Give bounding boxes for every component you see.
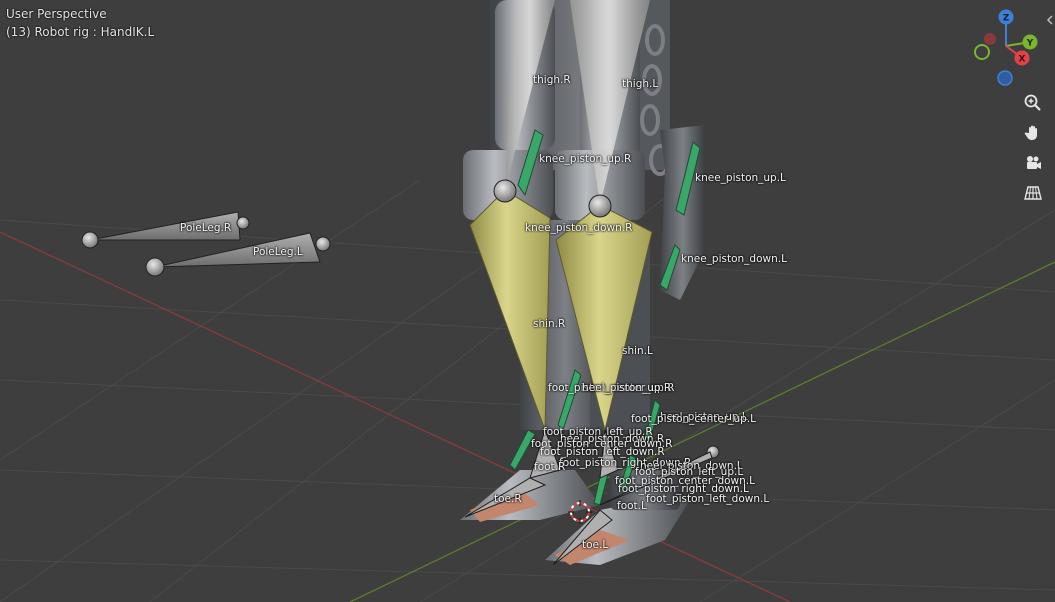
x-axis-ball[interactable]: X	[1014, 50, 1030, 66]
zoom-icon	[1023, 93, 1043, 113]
thigh-bones[interactable]	[505, 0, 650, 205]
bone-label-knee-piston-up-r: knee_piston_up.R	[539, 153, 632, 165]
bone-label-foot-piston-center-down-l: foot_piston_center_down.L	[615, 475, 755, 487]
pan-button[interactable]	[1020, 120, 1046, 146]
bone-label-poleleg-l: PoleLeg.L	[253, 246, 303, 258]
bone-label-heel-piston-up-r: heel_piston_up.R	[582, 382, 672, 394]
neg-y-axis-ball[interactable]	[974, 44, 990, 60]
bone-label-heel-piston-down-r: heel_piston_down.R	[560, 433, 665, 445]
camera-icon	[1023, 153, 1043, 173]
bone-label-foot-piston-left-up-l: foot_piston_left_up.L	[635, 466, 744, 478]
y-axis-ball[interactable]: Y	[1022, 34, 1038, 50]
sidebar-toggle-icon[interactable]	[1045, 12, 1055, 28]
svg-text:X: X	[1019, 55, 1026, 65]
hand-icon	[1023, 123, 1043, 143]
bone-label-foot-piston-center-up-r: foot_piston_center_up.R	[548, 382, 675, 394]
bone-label-foot-r: foot.R	[534, 461, 566, 473]
bone-label-foot-piston-right-down-l: foot_piston_right_down.L	[618, 483, 749, 495]
svg-text:Y: Y	[1026, 39, 1034, 49]
bone-label-shin-l: shin.L	[622, 345, 653, 357]
pole-leg-bones[interactable]	[89, 211, 321, 268]
bone-label-poleleg-r: PoleLeg.R	[180, 222, 232, 234]
navigation-gizmo[interactable]: Z Y X	[966, 6, 1050, 90]
foot-bones[interactable]	[464, 428, 713, 566]
bone-label-shin-r: shin.R	[533, 318, 566, 330]
bone-label-foot-piston-right-down-r: foot_piston_right_down.R	[559, 457, 692, 469]
bone-label-thigh-r: thigh.R	[533, 74, 571, 86]
bone-label-foot-piston-left-up-r: foot_piston_left_up.R	[543, 426, 653, 438]
bone-label-heel-piston-up-l: heel_piston_up.L	[660, 411, 748, 423]
bone-label-thigh-l: thigh.L	[622, 78, 659, 90]
bone-label-foot-piston-center-up-l: foot_piston_center_up.L	[631, 413, 756, 425]
z-axis-ball[interactable]: Z	[998, 9, 1014, 25]
bone-label-heel-piston-down-l: heel_piston_down.L	[640, 460, 743, 472]
bone-label-toe-l: toe.L	[582, 539, 609, 551]
3d-cursor[interactable]	[568, 500, 592, 524]
svg-text:Z: Z	[1003, 14, 1010, 24]
ortho-toggle-button[interactable]	[1020, 180, 1046, 206]
bone-label-foot-piston-center-down-r: foot_piston_center_down.R	[531, 438, 673, 450]
bone-label-knee-piston-up-l: knee_piston_up.L	[695, 172, 786, 184]
view-name: User Perspective	[6, 7, 107, 21]
bone-label-foot-l: foot.L	[617, 500, 647, 512]
y-axis-line	[349, 261, 1055, 602]
bone-label-knee-piston-down-r: knee_piston_down.R	[525, 222, 633, 234]
neg-z-axis-ball[interactable]	[997, 70, 1013, 86]
camera-view-button[interactable]	[1020, 150, 1046, 176]
grid-icon	[1023, 183, 1043, 203]
neg-x-axis-ball[interactable]	[984, 33, 996, 45]
bone-joints[interactable]	[81, 179, 720, 459]
bone-label-toe-r: toe.R	[494, 493, 522, 505]
zoom-button[interactable]	[1020, 90, 1046, 116]
bone-label-foot-piston-left-down-l: foot_piston_left_down.L	[646, 493, 770, 505]
bone-label-foot-piston-left-down-r: foot_piston_left_down.R	[540, 446, 665, 458]
active-object-name: (13) Robot rig : HandIK.L	[6, 25, 155, 39]
bone-label-knee-piston-down-l: knee_piston_down.L	[681, 253, 787, 265]
